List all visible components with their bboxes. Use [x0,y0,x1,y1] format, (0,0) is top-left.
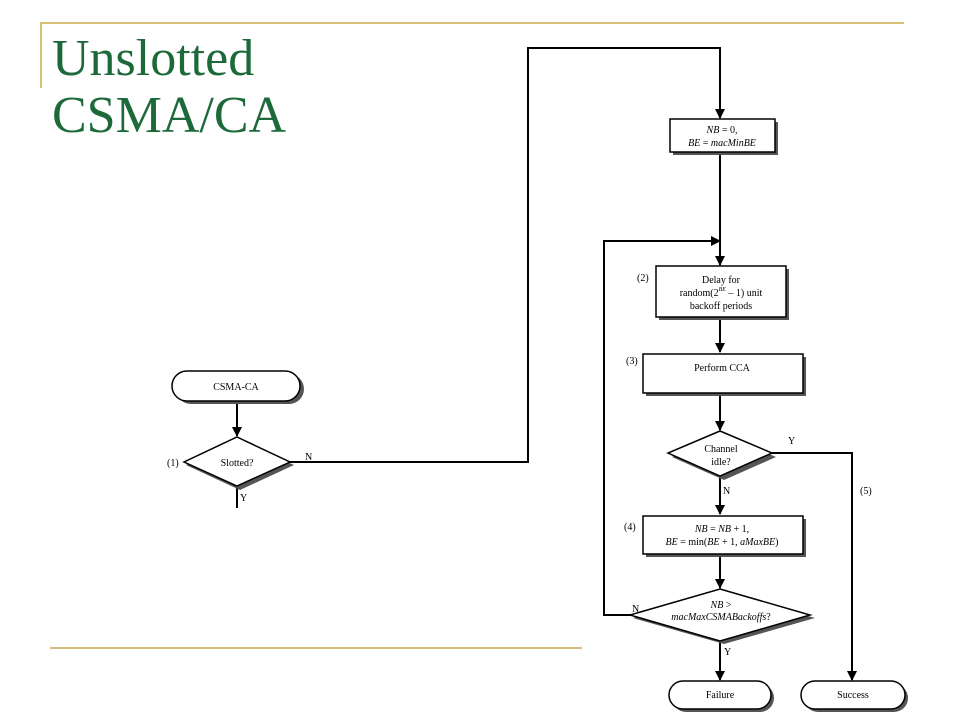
backoff-line-2: macMaxCSMABackoffs? [671,612,771,623]
arrow-slotted-no-to-init [290,47,725,463]
bottom-accent-line [50,647,582,649]
slide-title-line-1: Unslotted [52,30,255,87]
channel-idle-line-1: Channel [704,444,738,455]
step3-number: (3) [626,356,638,367]
step1-number: (1) [167,458,179,469]
slotted-no-label: N [305,452,312,463]
step2-number: (2) [637,273,649,284]
start-terminal [171,370,301,402]
top-accent-line [40,22,904,24]
left-accent-line [40,22,42,88]
line-channel-yes-to-success [772,452,857,681]
backoff-no-label: N [632,604,639,615]
failure-terminal [668,680,772,710]
backoff-limit-decision [627,588,813,642]
shape-shadows [176,122,908,712]
channel-yes-label: Y [788,436,795,447]
update-be-line: BE = min(BE + 1, aMaxBE) [666,537,779,548]
delay-box [655,265,787,318]
init-box [669,118,776,153]
failure-label: Failure [706,690,735,701]
slotted-question: Slotted? [221,458,254,469]
init-line-1: NB = 0, [706,125,738,136]
delay-line-2: random(2BE – 1) unit [680,287,763,299]
perform-cca-label: Perform CCA [694,363,751,374]
perform-cca-box [642,353,804,394]
backoff-yes-label: Y [724,647,731,658]
success-label: Success [837,690,869,701]
slotted-yes-label: Y [240,493,247,504]
slide-title-line-2: CSMA/CA [52,87,287,144]
step4-number: (4) [624,522,636,533]
update-nb-line: NB = NB + 1, [694,524,749,535]
success-terminal [800,680,906,710]
slotted-decision [182,436,292,487]
channel-idle-decision [666,430,774,477]
channel-idle-line-2: idle? [711,457,731,468]
delay-line-3: backoff periods [690,301,752,312]
update-nb-be-box [642,515,804,555]
step5-number: (5) [860,486,872,497]
delay-line-1: Delay for [702,275,741,286]
channel-no-label: N [723,486,730,497]
backoff-line-1: NB > [710,600,732,611]
slide-title: Unslotted CSMA/CA [52,30,286,144]
init-line-2: BE = macMinBE [688,138,756,149]
start-label: CSMA-CA [213,382,259,393]
